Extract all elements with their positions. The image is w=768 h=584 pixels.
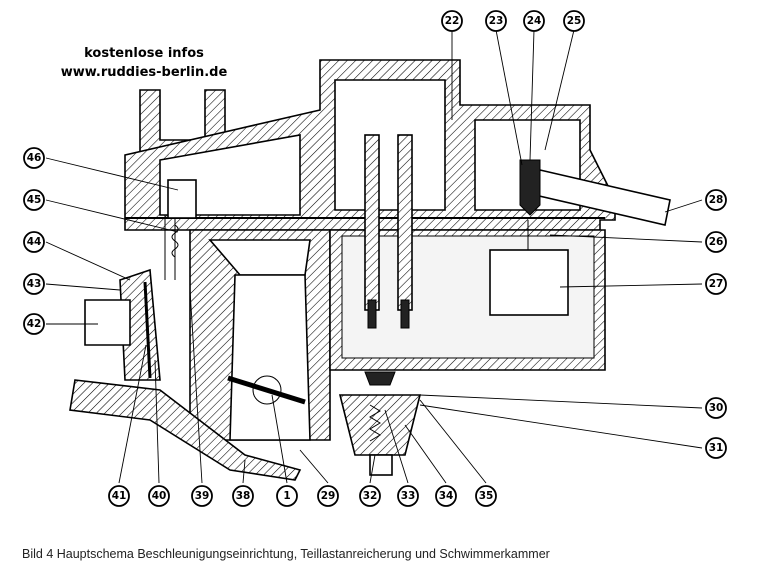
svg-text:22: 22 (445, 15, 460, 27)
callout-43: 43 (23, 273, 45, 295)
main-jet-1 (367, 299, 377, 329)
svg-text:30: 30 (709, 402, 724, 414)
svg-text:40: 40 (152, 490, 167, 502)
svg-text:23: 23 (489, 15, 504, 27)
watermark-line-1: kostenlose infos (84, 46, 204, 61)
emulsion-tube-1 (364, 134, 380, 311)
svg-text:24: 24 (527, 15, 542, 27)
callout-23: 23 (485, 10, 507, 32)
svg-text:26: 26 (709, 236, 724, 248)
throttle-bore (229, 274, 311, 441)
callout-27: 27 (705, 273, 727, 295)
callout-39: 39 (191, 485, 213, 507)
callout-22: 22 (441, 10, 463, 32)
watermark-line-2: www.ruddies-berlin.de (60, 65, 228, 80)
callout-41: 41 (108, 485, 130, 507)
svg-text:1: 1 (283, 490, 290, 502)
callout-30: 30 (705, 397, 727, 419)
svg-text:38: 38 (236, 490, 251, 502)
callout-1: 1 (276, 485, 298, 507)
main-jet-2 (400, 299, 410, 329)
pump-valve-body (167, 179, 197, 219)
callout-29: 29 (317, 485, 339, 507)
pump-spring (171, 224, 179, 258)
svg-text:35: 35 (479, 490, 494, 502)
svg-text:29: 29 (321, 490, 336, 502)
callout-25: 25 (563, 10, 585, 32)
callout-34: 34 (435, 485, 457, 507)
callout-28: 28 (705, 189, 727, 211)
callout-32: 32 (359, 485, 381, 507)
emulsion-tube-2 (397, 134, 413, 311)
svg-text:43: 43 (27, 278, 42, 290)
enrichment-spring (369, 404, 381, 442)
enrichment-valve (364, 371, 396, 386)
carburetor-body (69, 59, 671, 481)
throttle-plate (227, 375, 306, 405)
figure-caption: Bild 4 Hauptschema Beschleunigungseinric… (22, 547, 550, 561)
callout-31: 31 (705, 437, 727, 459)
callout-35: 35 (475, 485, 497, 507)
enrichment-plug (369, 454, 393, 476)
svg-text:27: 27 (709, 278, 724, 290)
svg-text:46: 46 (27, 152, 42, 164)
callout-46: 46 (23, 147, 45, 169)
svg-text:42: 42 (27, 318, 42, 330)
callout-44: 44 (23, 231, 45, 253)
float (489, 249, 569, 316)
callout-33: 33 (397, 485, 419, 507)
throttle-shaft (252, 375, 282, 405)
svg-text:33: 33 (401, 490, 416, 502)
svg-text:45: 45 (27, 194, 42, 206)
callout-38: 38 (232, 485, 254, 507)
pump-channel (164, 215, 176, 280)
svg-text:39: 39 (195, 490, 210, 502)
callout-40: 40 (148, 485, 170, 507)
svg-text:25: 25 (567, 15, 582, 27)
pump-lever (69, 379, 302, 481)
callout-45: 45 (23, 189, 45, 211)
enrichment-housing (338, 394, 422, 456)
svg-text:34: 34 (439, 490, 454, 502)
svg-text:44: 44 (27, 236, 42, 248)
pump-diaphragm (143, 281, 152, 379)
leader-lines (45, 29, 703, 484)
callout-42: 42 (23, 313, 45, 335)
callout-24: 24 (523, 10, 545, 32)
svg-text:31: 31 (709, 442, 724, 454)
jet-cavity (334, 79, 446, 211)
pump-cover (84, 299, 131, 346)
needle-valve (519, 159, 541, 216)
svg-text:32: 32 (363, 490, 378, 502)
svg-text:41: 41 (112, 490, 127, 502)
callout-26: 26 (705, 231, 727, 253)
svg-text:28: 28 (709, 194, 724, 206)
watermark: kostenlose infos www.ruddies-berlin.de (44, 44, 244, 82)
